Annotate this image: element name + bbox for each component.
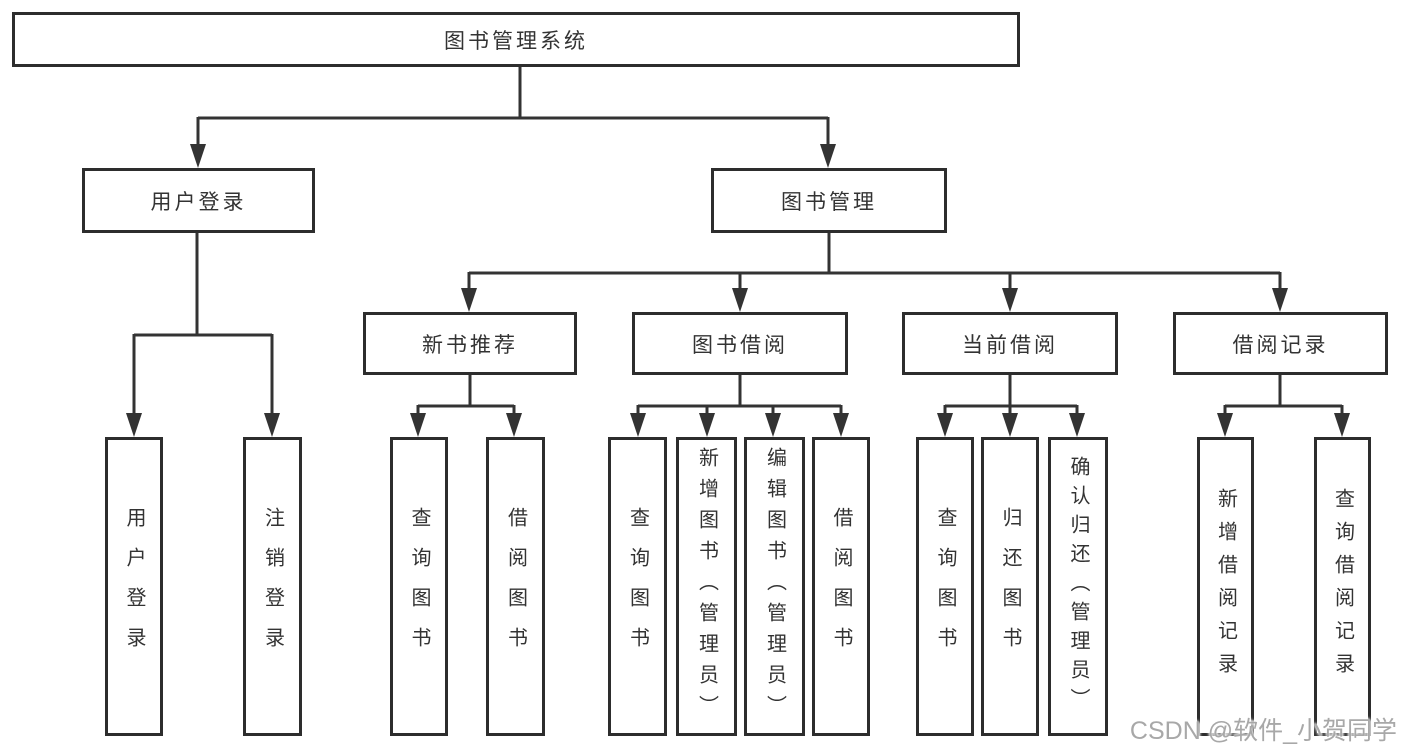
leaf-logout: 注销登录 bbox=[243, 437, 302, 736]
leaf-return-books: 归还图书 bbox=[981, 437, 1039, 736]
node-new-book-recommend: 新书推荐 bbox=[363, 312, 577, 375]
leaf-borrow-books-under-book-borrow: 借阅图书 bbox=[812, 437, 870, 736]
leaf-edit-books-admin: 编辑图书（管理员） bbox=[744, 437, 805, 736]
node-root-system: 图书管理系统 bbox=[12, 12, 1020, 67]
csdn-watermark: CSDN @软件_小贺同学 bbox=[1129, 717, 1397, 745]
node-user-login: 用户登录 bbox=[82, 168, 315, 233]
leaf-confirm-return-admin: 确认归还（管理员） bbox=[1048, 437, 1108, 736]
node-current-borrow: 当前借阅 bbox=[902, 312, 1118, 375]
node-book-borrow: 图书借阅 bbox=[632, 312, 848, 375]
leaf-user-login: 用户登录 bbox=[105, 437, 163, 736]
node-book-management: 图书管理 bbox=[711, 168, 947, 233]
leaf-query-books-under-current-borrow: 查询图书 bbox=[916, 437, 974, 736]
leaf-borrow-books-under-new-book: 借阅图书 bbox=[486, 437, 545, 736]
leaf-add-books-admin: 新增图书（管理员） bbox=[676, 437, 737, 736]
node-borrow-records: 借阅记录 bbox=[1173, 312, 1388, 375]
leaf-query-books-under-new-book: 查询图书 bbox=[390, 437, 448, 736]
leaf-query-books-under-book-borrow: 查询图书 bbox=[608, 437, 667, 736]
leaf-add-borrow-record: 新增借阅记录 bbox=[1197, 437, 1254, 736]
leaf-query-borrow-record: 查询借阅记录 bbox=[1314, 437, 1371, 736]
